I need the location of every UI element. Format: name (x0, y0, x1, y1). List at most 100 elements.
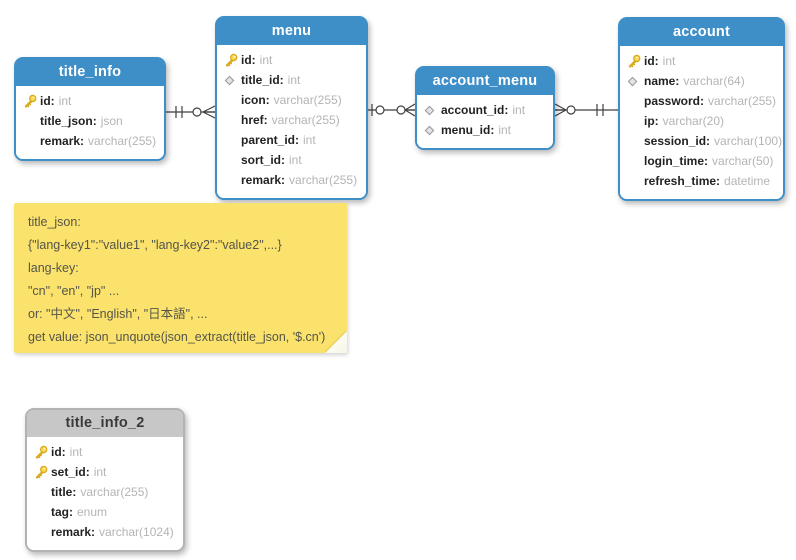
table-row[interactable]: title varchar(255) (34, 482, 179, 502)
column-type: int (498, 123, 512, 137)
primary-key-icon (34, 445, 51, 459)
table-title_info_2[interactable]: title_info_2 id int set_id int title var… (25, 408, 185, 552)
column-type: int (289, 153, 302, 167)
column-type: varchar(20) (662, 114, 725, 128)
table-title_info-header[interactable]: title_info (16, 59, 164, 86)
table-row[interactable]: id int (627, 51, 779, 71)
table-row[interactable]: remark varchar(1024) (34, 522, 179, 542)
note-line: {"lang-key1":"value1", "lang-key2":"valu… (28, 238, 282, 252)
column-name: name (644, 74, 679, 88)
column-type: varchar(100) (714, 134, 783, 148)
column-name: id (644, 54, 659, 68)
table-row[interactable]: password varchar(255) (627, 91, 779, 111)
foreign-key-icon (424, 105, 441, 116)
table-account-header[interactable]: account (620, 19, 783, 46)
column-type: varchar(1024) (99, 525, 174, 539)
column-name: parent_id (241, 133, 299, 147)
column-type: datetime (724, 174, 771, 188)
column-name: session_id (644, 134, 710, 148)
column-type: varchar(64) (683, 74, 745, 88)
table-row[interactable]: id int (34, 442, 179, 462)
foreign-key-icon (224, 75, 241, 86)
column-name: sort_id (241, 153, 285, 167)
table-row[interactable]: tag enum (34, 502, 179, 522)
note-line: title_json: (28, 215, 81, 229)
note-line: lang-key: (28, 261, 79, 275)
column-name: password (644, 94, 704, 108)
table-row[interactable]: session_id varchar(100) (627, 131, 783, 151)
table-row[interactable]: href varchar(255) (224, 110, 362, 130)
column-name: remark (51, 525, 95, 539)
table-row[interactable]: remark varchar(255) (224, 170, 362, 190)
column-type: varchar(255) (708, 94, 777, 108)
sticky-note[interactable]: title_json: {"lang-key1":"value1", "lang… (14, 203, 347, 353)
table-row[interactable]: menu_id int (424, 120, 549, 140)
column-type: int (58, 94, 72, 108)
column-name: set_id (51, 465, 90, 479)
column-type: int (303, 133, 316, 147)
primary-key-icon (23, 94, 40, 108)
column-type: varchar(255) (88, 134, 157, 148)
table-menu[interactable]: menu id int title_id int icon varchar(25… (215, 16, 368, 200)
column-type: int (259, 53, 273, 67)
table-row[interactable]: sort_id int (224, 150, 362, 170)
table-account[interactable]: account id int name varchar(64) password… (618, 17, 785, 201)
foreign-key-icon (627, 76, 644, 87)
table-row[interactable]: id int (224, 50, 362, 70)
table-row[interactable]: id int (23, 91, 160, 111)
table-row[interactable]: title_json json (23, 111, 160, 131)
column-name: ip (644, 114, 659, 128)
table-account_menu-header[interactable]: account_menu (417, 68, 553, 95)
column-type: int (512, 103, 526, 117)
table-row[interactable]: ip varchar(20) (627, 111, 779, 131)
column-type: varchar(255) (80, 485, 149, 499)
column-name: id (40, 94, 55, 108)
table-row[interactable]: set_id int (34, 462, 179, 482)
column-type: int (662, 54, 676, 68)
table-row[interactable]: parent_id int (224, 130, 362, 150)
table-account_menu-body: account_id int menu_id int (417, 95, 553, 148)
note-folded-corner (325, 331, 347, 353)
note-line: get value: json_unquote(json_extract(tit… (28, 330, 326, 344)
column-name: login_time (644, 154, 708, 168)
table-row[interactable]: account_id int (424, 100, 549, 120)
relationship-menu-account_menu[interactable] (368, 104, 415, 116)
table-row[interactable]: refresh_time datetime (627, 171, 779, 191)
column-name: id (51, 445, 66, 459)
column-name: tag (51, 505, 73, 519)
column-type: varchar(255) (289, 173, 358, 187)
column-type: int (287, 73, 301, 87)
column-name: account_id (441, 103, 508, 117)
column-name: remark (40, 134, 84, 148)
table-account_menu[interactable]: account_menu account_id int menu_id int (415, 66, 555, 150)
table-title_info_2-header[interactable]: title_info_2 (27, 410, 183, 437)
column-name: href (241, 113, 268, 127)
column-type: varchar(50) (712, 154, 774, 168)
table-title_info[interactable]: title_info id int title_json json remark… (14, 57, 166, 161)
column-type: varchar(255) (271, 113, 340, 127)
table-row[interactable]: login_time varchar(50) (627, 151, 779, 171)
column-name: title_id (241, 73, 284, 87)
note-line: "cn", "en", "jp" ... (28, 284, 120, 298)
column-type: json (100, 114, 123, 128)
table-title_info-body: id int title_json json remark varchar(25… (16, 86, 164, 159)
column-name: id (241, 53, 256, 67)
primary-key-icon (224, 53, 241, 67)
note-line: or: "中文", "English", "日本語", ... (28, 307, 208, 321)
primary-key-icon (34, 465, 51, 479)
column-type: enum (77, 505, 108, 519)
table-account-body: id int name varchar(64) password varchar… (620, 46, 783, 199)
relationship-title_info-menu[interactable] (166, 106, 215, 118)
table-row[interactable]: remark varchar(255) (23, 131, 160, 151)
relationship-account_menu-account[interactable] (555, 104, 618, 116)
table-menu-header[interactable]: menu (217, 18, 366, 45)
table-row[interactable]: name varchar(64) (627, 71, 779, 91)
table-row[interactable]: icon varchar(255) (224, 90, 362, 110)
column-name: menu_id (441, 123, 494, 137)
column-name: title (51, 485, 76, 499)
foreign-key-icon (424, 125, 441, 136)
table-row[interactable]: title_id int (224, 70, 362, 90)
column-type: varchar(255) (273, 93, 342, 107)
column-name: remark (241, 173, 285, 187)
